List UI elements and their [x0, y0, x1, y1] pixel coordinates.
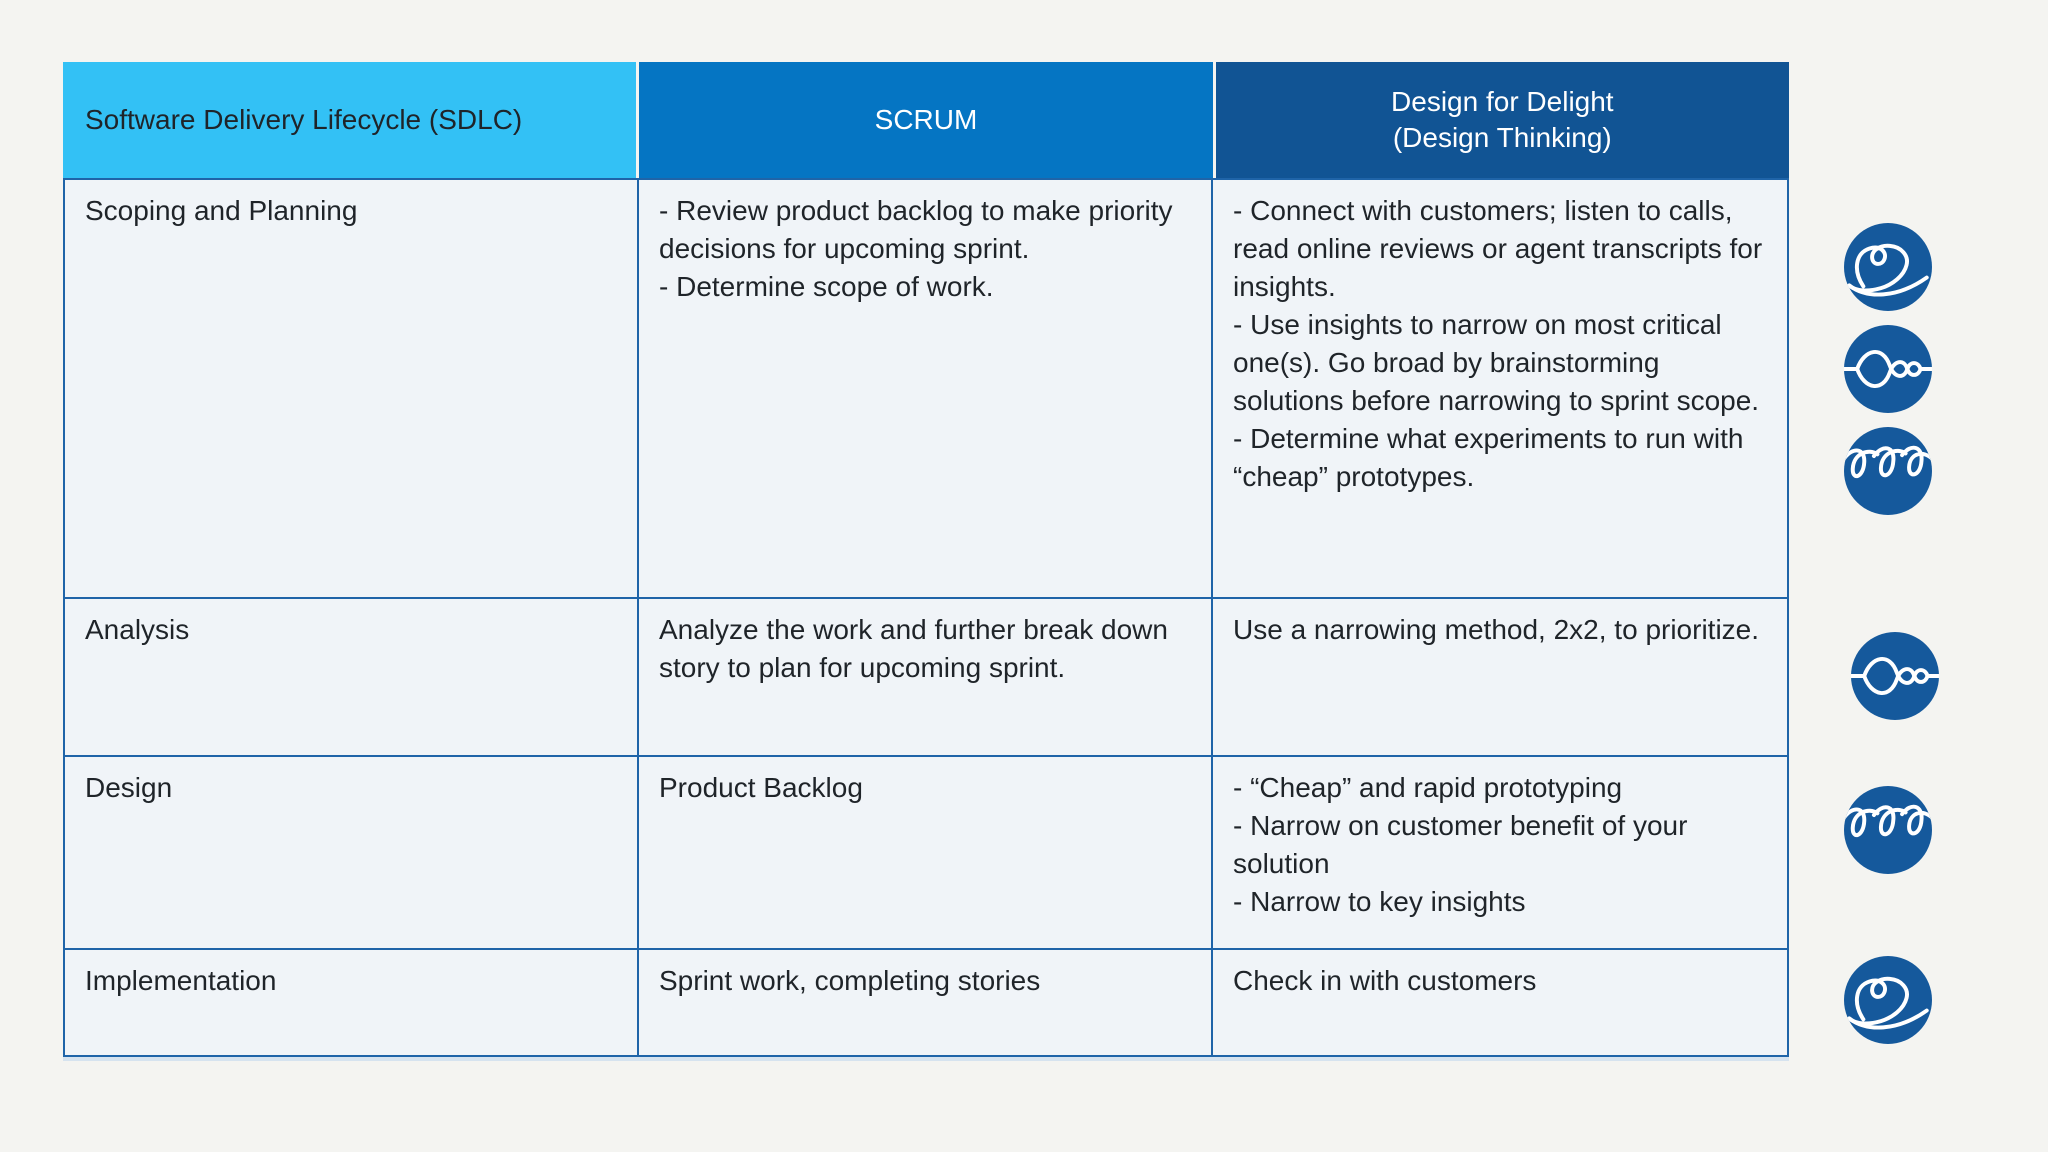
go-broad-to-go-narrow-icon [1851, 632, 1939, 720]
cell-phase-scoping-and-planning: Scoping and Planning [65, 180, 639, 599]
cell-phase-analysis: Analysis [65, 599, 639, 757]
rapid-experiments-with-customers-icon [1844, 786, 1932, 874]
rapid-experiments-with-customers-icon [1844, 427, 1932, 515]
deep-customer-empathy-icon [1844, 956, 1932, 1044]
cell-scrum-implementation: Sprint work, completing stories [639, 950, 1213, 1055]
cell-d4d-analysis: Use a narrowing method, 2x2, to prioriti… [1213, 599, 1787, 757]
comparison-table: Software Delivery Lifecycle (SDLC) SCRUM… [63, 62, 1789, 1057]
cell-phase-implementation: Implementation [65, 950, 639, 1055]
cell-scrum-design: Product Backlog [639, 757, 1213, 950]
cell-d4d-implementation: Check in with customers [1213, 950, 1787, 1055]
go-broad-to-go-narrow-icon [1844, 325, 1932, 413]
header-sdlc: Software Delivery Lifecycle (SDLC) [63, 62, 637, 178]
cell-scrum-scoping-and-planning: - Review product backlog to make priorit… [639, 180, 1213, 599]
cell-scrum-analysis: Analyze the work and further break down … [639, 599, 1213, 757]
header-design-for-delight: Design for Delight (Design Thinking) [1215, 62, 1789, 178]
table-body: Scoping and Planning - Review product ba… [63, 178, 1789, 1057]
cell-phase-design: Design [65, 757, 639, 950]
cell-d4d-design: - “Cheap” and rapid prototyping - Narrow… [1213, 757, 1787, 950]
deep-customer-empathy-icon [1844, 223, 1932, 311]
cell-d4d-scoping-and-planning: - Connect with customers; listen to call… [1213, 180, 1787, 599]
table-header-row: Software Delivery Lifecycle (SDLC) SCRUM… [63, 62, 1789, 178]
header-scrum: SCRUM [639, 62, 1213, 178]
